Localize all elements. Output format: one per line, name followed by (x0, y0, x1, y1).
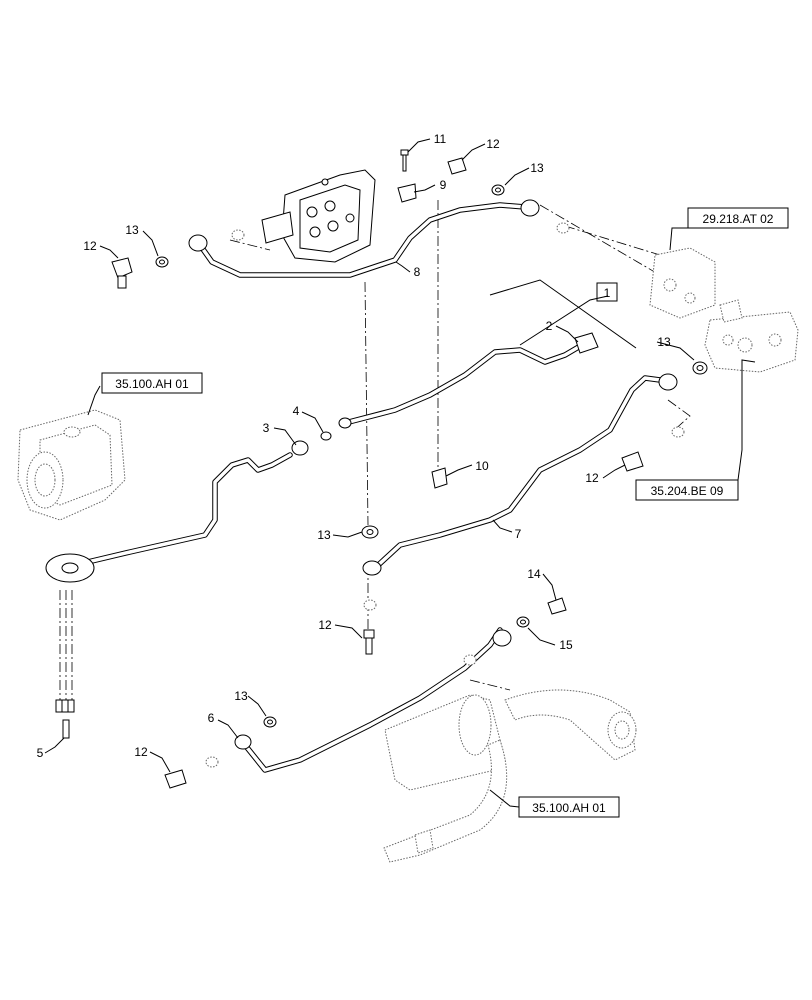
pipe-7 (362, 373, 678, 576)
valve-block-right (649, 247, 716, 319)
callout-4: 4 (293, 404, 300, 418)
callout-11: 11 (434, 132, 447, 146)
pipe-8 (188, 199, 540, 278)
hydraulic-pump (17, 409, 126, 521)
callout-12: 12 (585, 471, 599, 485)
callout-13: 13 (234, 689, 248, 703)
ref-box-35-100-bottom (518, 796, 620, 818)
callout-2: 2 (546, 319, 553, 333)
callout-12: 12 (318, 618, 332, 632)
callout-14: 14 (527, 567, 541, 581)
callouts: 1 2 3 4 5 6 7 8 9 10 11 12 12 12 12 12 1… (37, 132, 671, 760)
callout-10: 10 (475, 459, 489, 473)
callout-13: 13 (125, 223, 139, 237)
callout-13: 13 (530, 161, 544, 175)
directional-valve-right (704, 299, 799, 373)
callout-6: 6 (208, 711, 215, 725)
leader-lines (44, 138, 756, 808)
ref-box-29-218 (687, 207, 789, 229)
pipe-6 (234, 627, 512, 773)
callout-box-1 (596, 282, 618, 302)
callout-5: 5 (37, 746, 44, 760)
assembly-centerlines (59, 200, 691, 700)
ref-35-204-BE-09: 35.204.BE 09 (651, 484, 724, 498)
pipe-2 (338, 332, 599, 429)
callout-13: 13 (317, 528, 331, 542)
hydraulic-tank (383, 689, 637, 863)
callout-13: 13 (657, 335, 671, 349)
ref-35-100-AH-01-bottom: 35.100.AH 01 (532, 801, 606, 815)
ref-box-35-204 (635, 479, 739, 501)
ref-box-35-100-top (101, 372, 203, 394)
ref-29-218-AT-02: 29.218.AT 02 (703, 212, 774, 226)
callout-12: 12 (486, 137, 500, 151)
callout-3: 3 (263, 421, 270, 435)
callout-9: 9 (440, 178, 447, 192)
callout-1: 1 (604, 286, 611, 300)
control-valve (261, 169, 376, 263)
callout-7: 7 (515, 527, 522, 541)
ref-35-100-AH-01-top: 35.100.AH 01 (115, 377, 189, 391)
reference-boxes: 29.218.AT 02 35.100.AH 01 35.204.BE 09 3… (101, 207, 789, 818)
callout-12: 12 (83, 239, 97, 253)
callout-15: 15 (559, 638, 573, 652)
hardware (55, 149, 708, 789)
callout-12: 12 (134, 745, 148, 759)
pipe-3 (45, 431, 332, 583)
callout-8: 8 (414, 265, 421, 279)
